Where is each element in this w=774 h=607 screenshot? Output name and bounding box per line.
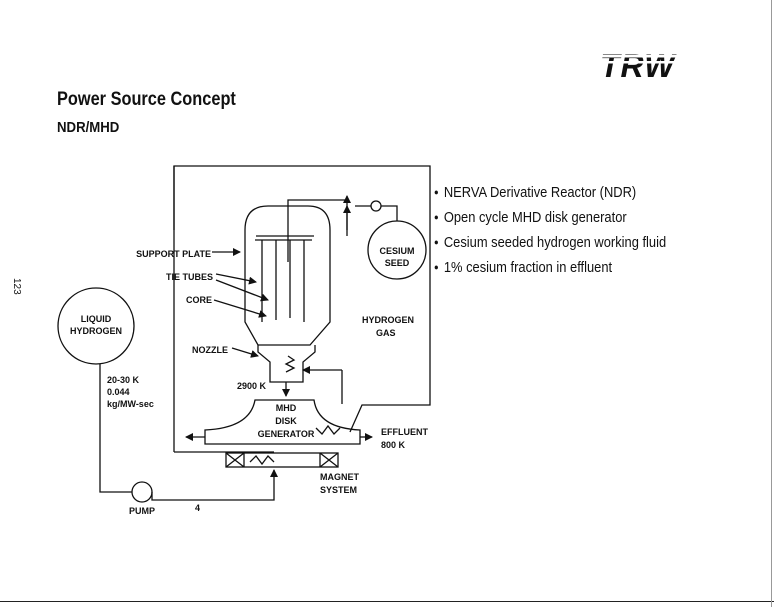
pump-number-label: 4 xyxy=(195,503,200,513)
right-border xyxy=(771,0,772,607)
hydrogen-gas-label: GAS xyxy=(376,328,396,338)
reactor-vessel xyxy=(244,205,331,346)
liquid-hydrogen-label: HYDROGEN xyxy=(70,326,122,336)
hydrogen-supply-line xyxy=(99,364,132,493)
effluent-label: EFFLUENT xyxy=(381,427,428,437)
hydrogen-conditions-label: kg/MW-sec xyxy=(107,399,154,409)
pump-label: PUMP xyxy=(129,506,155,516)
temperature-label: 2900 K xyxy=(237,381,267,391)
bullet-item: Open cycle MHD disk generator xyxy=(434,209,666,234)
magnet-system-label: SYSTEM xyxy=(320,485,357,495)
core-label: CORE xyxy=(186,295,212,305)
nozzle-leader xyxy=(231,347,259,358)
bullet-item: NERVA Derivative Reactor (NDR) xyxy=(434,184,666,209)
seed-valve-symbol xyxy=(370,200,382,212)
diagram-labels: LIQUID HYDROGEN CESIUM SEED MHD DISK GEN… xyxy=(70,246,415,439)
seed-valve-line xyxy=(355,205,398,221)
reactor-inlet-line xyxy=(287,199,347,262)
magnet-coil-left xyxy=(225,452,245,468)
hydrogen-conditions-label: 0.044 xyxy=(107,387,130,397)
pump-discharge-line xyxy=(151,469,278,501)
magnet-coil-right xyxy=(319,452,339,468)
diagram-labels-right-aligned: SUPPORT PLATE TIE TUBES CORE NOZZLE xyxy=(136,249,228,355)
tie-tubes-label: TIE TUBES xyxy=(166,272,213,282)
effluent-label: 800 K xyxy=(381,440,406,450)
liquid-hydrogen-tank xyxy=(57,287,135,365)
mhd-generator-label: DISK xyxy=(275,416,297,426)
liquid-hydrogen-label: LIQUID xyxy=(81,314,112,324)
coolant-loop-line xyxy=(173,165,431,453)
page-title: Power Source Concept xyxy=(57,89,236,110)
nozzle-label: NOZZLE xyxy=(192,345,228,355)
trw-logo: TRW xyxy=(598,48,688,84)
mhd-disk-generator xyxy=(204,399,361,445)
cesium-seed-label: CESIUM xyxy=(379,246,414,256)
cesium-seed-label: SEED xyxy=(385,258,410,268)
mhd-generator-label: GENERATOR xyxy=(258,429,315,439)
diagram-labels-left: 20-30 K 0.044 kg/MW-sec PUMP 4 HYDROGEN … xyxy=(107,315,428,516)
core-leader xyxy=(213,299,267,318)
magnet-system xyxy=(225,452,339,468)
tie-tubes-leader-1 xyxy=(215,273,257,285)
generator-heat-coil xyxy=(315,424,341,435)
magnet-heat-coil xyxy=(249,455,275,466)
hydrogen-gas-label: HYDROGEN xyxy=(362,315,414,325)
tie-tubes-detail xyxy=(255,235,314,322)
nozzle-heat-coil xyxy=(284,355,296,373)
support-plate-label: SUPPORT PLATE xyxy=(136,249,211,259)
feature-bullet-list: NERVA Derivative Reactor (NDR) Open cycl… xyxy=(434,184,704,284)
bottom-divider xyxy=(0,601,774,602)
mhd-generator-label: MHD xyxy=(276,403,297,413)
trw-logo-text: TRW xyxy=(600,48,677,84)
magnet-system-label: MAGNET xyxy=(320,472,359,482)
pump-symbol xyxy=(131,481,153,503)
bullet-item: 1% cesium fraction in effluent xyxy=(434,259,666,284)
page-subtitle: NDR/MHD xyxy=(57,119,120,136)
hydrogen-conditions-label: 20-30 K xyxy=(107,375,140,385)
bullet-item: Cesium seeded hydrogen working fluid xyxy=(434,234,666,259)
tie-tubes-leader-2 xyxy=(215,279,269,302)
